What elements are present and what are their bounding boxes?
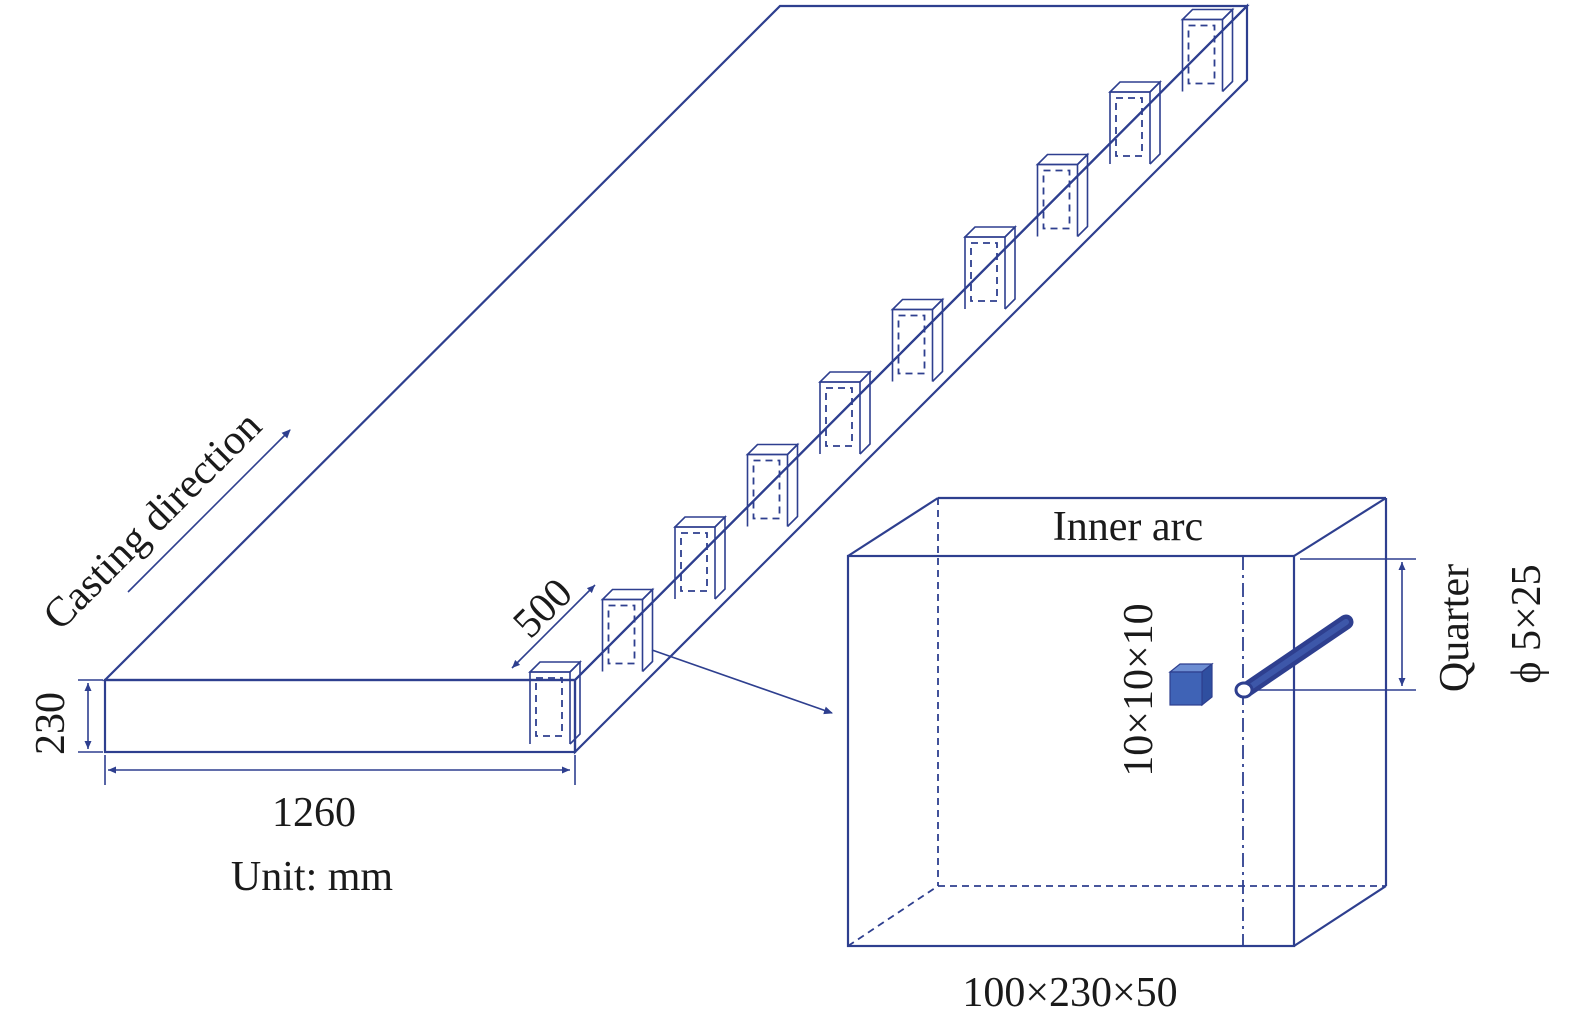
inset-front-face	[846, 554, 1296, 948]
sample-box	[818, 370, 872, 455]
sample-size-label: 100×230×50	[962, 970, 1177, 1016]
sample-box	[600, 587, 655, 673]
sample-box	[528, 660, 582, 745]
height-230-label: 230	[28, 692, 74, 755]
width-500-label: 500	[505, 570, 582, 647]
slab-side-face	[573, 3, 1249, 755]
inset-edge-tr	[1293, 497, 1387, 557]
casting-direction-arrow	[127, 429, 291, 593]
cube-size-label: 10×10×10	[1116, 603, 1162, 776]
slab-front-face	[103, 678, 577, 754]
inset-edge-br	[1293, 885, 1387, 947]
inset-sample-box	[846, 496, 1416, 948]
sample-box	[673, 515, 727, 600]
slab-dimensions	[78, 429, 596, 785]
sample-box	[1108, 80, 1162, 165]
unit-label: Unit: mm	[231, 854, 394, 900]
inner-arc-label: Inner arc	[1053, 504, 1203, 550]
inset-edge-bl	[847, 885, 939, 947]
rod-size-label: ϕ 5×25	[1504, 564, 1550, 683]
rod-specimen	[1234, 614, 1354, 699]
sample-box	[1035, 152, 1090, 238]
casting-direction-label: Casting direction	[35, 403, 271, 639]
sample-box	[963, 225, 1017, 310]
quarter-label: Quarter	[1432, 564, 1478, 692]
leader-arrow	[651, 649, 833, 715]
sample-box	[890, 297, 945, 383]
slab	[102, 3, 1250, 755]
cube-specimen	[1168, 662, 1214, 707]
sample-box	[745, 442, 800, 528]
length-1260-label: 1260	[272, 790, 356, 836]
dim-500-line	[511, 584, 596, 669]
sample-boxes	[528, 7, 1235, 745]
inset-edge-tl	[847, 497, 939, 557]
sample-box	[1180, 7, 1235, 93]
